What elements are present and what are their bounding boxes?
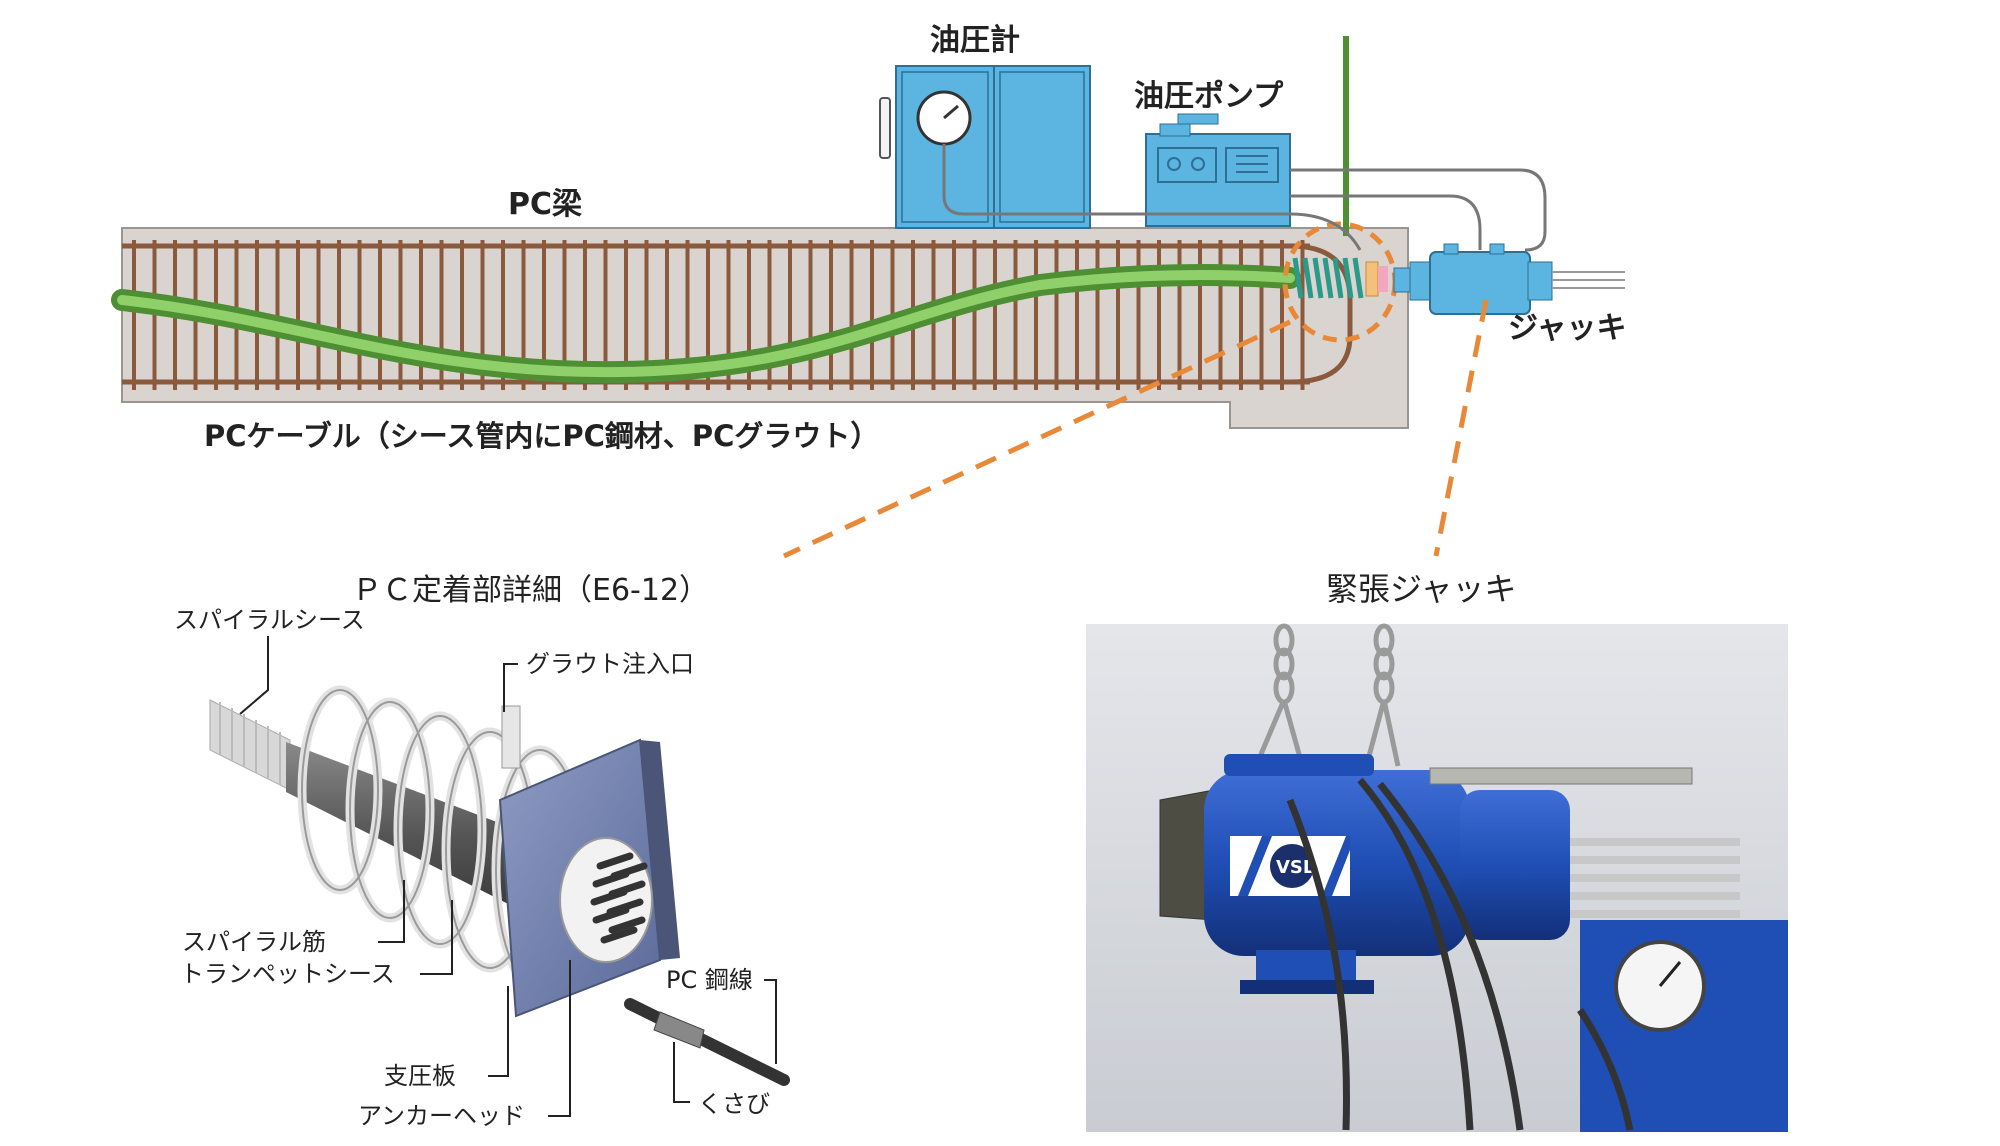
- label-grout-inlet: グラウト注入口: [526, 650, 694, 678]
- jack-strands: [1570, 838, 1740, 918]
- spiral-sheath: [209, 699, 291, 791]
- label-spiral-rebar: スパイラル筋: [182, 928, 326, 956]
- oil-pump: [1145, 113, 1291, 227]
- anchorage-spiral: [1292, 257, 1364, 299]
- jack-schematic: [1393, 243, 1625, 315]
- label-wedge: くさび: [698, 1090, 770, 1118]
- callout-leader-jack: [1433, 299, 1489, 557]
- strand-ends: [590, 852, 648, 944]
- label-spiral-sheath: スパイラルシース: [174, 606, 365, 634]
- wedge-sample: [653, 1011, 705, 1049]
- rebar-hook: [1289, 243, 1353, 385]
- oil-pump-label: 油圧ポンプ: [1134, 79, 1284, 114]
- oil-gauge-label: 油圧計: [930, 23, 1020, 58]
- bearing-plate-small: [1365, 261, 1379, 297]
- jack-label: ジャッキ: [1508, 311, 1627, 346]
- label-pc-strand: PC 鋼線: [666, 966, 753, 994]
- svg-text:VSL: VSL: [1276, 857, 1314, 878]
- lifting-chains: [1253, 623, 1401, 773]
- label-trumpet-sheath: トランペットシース: [180, 960, 395, 988]
- label-bearing-plate: 支圧板: [384, 1062, 456, 1090]
- pc-strand-sample: [624, 998, 790, 1086]
- grout-inlet-pipe: [501, 705, 521, 769]
- callout-leader-anchorage: [782, 319, 1292, 559]
- hose-pump-top: [1290, 168, 1547, 252]
- oil-pressure-gauge-box: [879, 65, 1091, 229]
- jack-photo-title: 緊張ジャッキ: [1326, 570, 1516, 608]
- jack-photo-panel: 緊張ジャッキ VSL: [1086, 570, 1788, 1132]
- anchorage-detail: ＰＣ定着部詳細（E6-12）: [174, 573, 790, 1130]
- beam-label: PC梁: [508, 187, 582, 222]
- anchorage-title: ＰＣ定着部詳細（E6-12）: [352, 573, 709, 608]
- pc-cable-label: PCケーブル（シース管内にPC鋼材、PCグラウト）: [204, 419, 879, 453]
- anchor-head-small: [1378, 266, 1388, 292]
- stroke-scale: [1429, 767, 1693, 785]
- hose-pump-bottom: [1290, 194, 1482, 250]
- vsl-logo: VSL: [1230, 836, 1350, 896]
- pc-beam-diagram: 油圧計 油圧ポンプ PC梁 ジャッキ PCケーブル（シース管内にPC鋼材、PCグ…: [111, 23, 1627, 559]
- pc-cable-highlight: [117, 269, 1295, 378]
- hose-gauge: [942, 144, 1362, 251]
- hydraulic-hoses: [1286, 777, 1634, 1131]
- label-anchor-head: アンカーヘッド: [358, 1102, 525, 1130]
